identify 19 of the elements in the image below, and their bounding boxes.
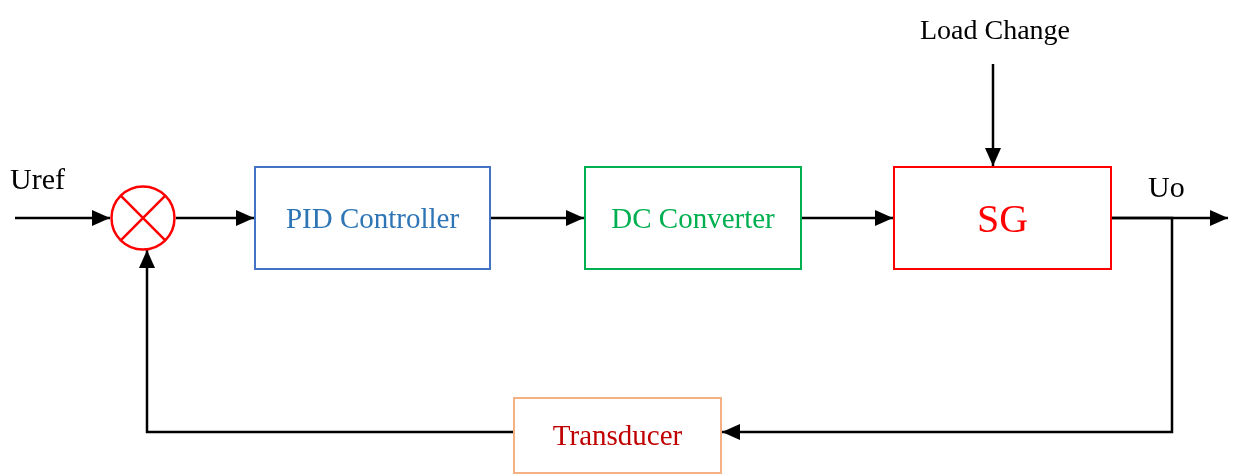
arrow — [176, 210, 254, 226]
process-box — [513, 397, 722, 474]
box-label: DC Converter — [611, 201, 775, 235]
box-label: Transducer — [552, 419, 683, 452]
arrow — [722, 216, 1174, 440]
process-box — [254, 166, 491, 270]
arrow — [491, 210, 584, 226]
box-label: SG — [976, 194, 1029, 242]
process-box — [893, 166, 1112, 270]
input-label: Load Change — [919, 14, 1071, 46]
arrow — [802, 210, 893, 226]
arrow — [139, 250, 513, 434]
process-box — [584, 166, 802, 270]
box-label: PID Controller — [285, 201, 460, 235]
arrow — [15, 210, 110, 226]
summing-junction — [110, 185, 176, 251]
arrow — [985, 64, 1001, 166]
signal-label: Uref — [10, 162, 65, 196]
signal-label: Uo — [1148, 170, 1185, 204]
